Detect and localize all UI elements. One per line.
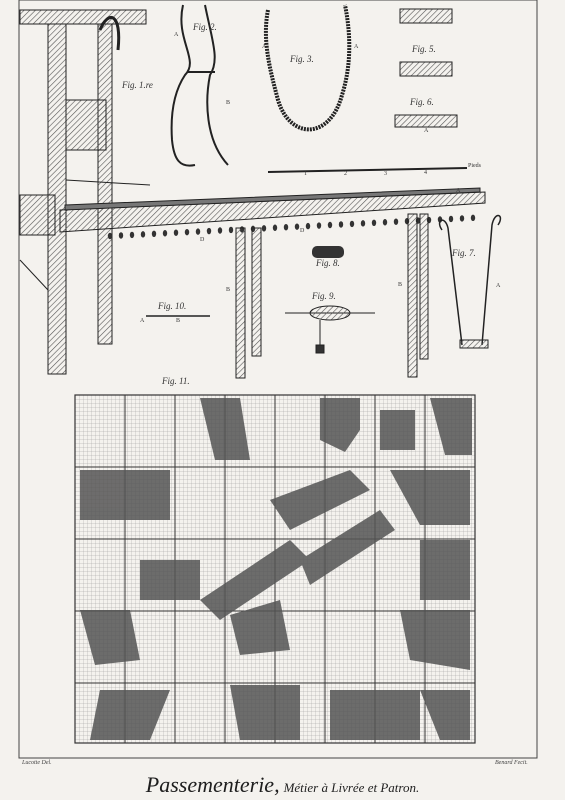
bobbin [261, 225, 267, 232]
letter-a: A [496, 283, 501, 289]
letter-a: A [174, 32, 179, 38]
pattern-motif [420, 690, 470, 740]
pattern-motif [80, 470, 170, 520]
cord-figure [170, 4, 229, 167]
pattern-motif [330, 690, 420, 740]
bobbin [195, 228, 201, 235]
blocks-figures [394, 8, 458, 128]
bobbin [140, 231, 146, 238]
pattern-motif [230, 600, 290, 655]
plate-title: Passementerie, Métier à Livrée et Patron… [0, 772, 565, 798]
scale-number-3: 3 [384, 171, 387, 177]
pattern-motif [430, 398, 472, 455]
letter-b: B [226, 287, 231, 293]
bobbin [162, 230, 168, 237]
hook-figure [438, 214, 502, 346]
fig9-label: Fig. 9. [312, 291, 336, 301]
plate-title-sub: Métier à Livrée et Patron. [283, 780, 420, 795]
bobbin [129, 231, 135, 239]
letter-a: A [262, 44, 267, 50]
scale-number-4: 4 [424, 170, 427, 176]
bobbin [206, 227, 212, 235]
letter-a: A [354, 44, 359, 50]
spool-figure [312, 246, 344, 258]
pattern-grid [74, 394, 476, 744]
scale-number-2: 2 [344, 171, 347, 177]
pattern-motif [300, 510, 395, 585]
fig3-label: Fig. 3. [290, 54, 314, 64]
pattern-motif [320, 398, 360, 452]
pattern-motif [420, 540, 470, 600]
credit-right: Benard Fecit. [495, 760, 528, 766]
bobbin [327, 221, 333, 229]
bobbin [459, 215, 465, 222]
fig1-label: Fig. 1.re [122, 80, 153, 90]
bobbin [338, 221, 344, 228]
trestle-stand [235, 213, 429, 379]
letter-a: A [140, 318, 145, 324]
bobbin [305, 222, 311, 230]
pattern-motif [390, 470, 470, 525]
pattern-motif [230, 685, 300, 740]
fig7-label: Fig. 7. [452, 248, 476, 258]
plate-border [18, 0, 538, 759]
pattern-motif [80, 610, 140, 665]
bobbin [316, 222, 322, 229]
bobbin [393, 218, 399, 225]
pattern-motif [200, 540, 310, 620]
credit-left: Lucotte Del. [22, 760, 52, 766]
bobbin [107, 232, 113, 240]
fig8-label: Fig. 8. [316, 258, 340, 268]
letter-b: B [398, 282, 403, 288]
pattern-motif [270, 470, 370, 530]
bobbin [228, 226, 234, 234]
letter-a: A [456, 188, 461, 194]
pieds-label: Pieds [468, 163, 482, 169]
bobbin [448, 215, 454, 223]
fig6-label: Fig. 6. [410, 97, 434, 107]
bobbin-beam [59, 187, 486, 233]
bobbin [272, 224, 278, 231]
pattern-motif [400, 610, 470, 670]
bobbin [283, 224, 289, 231]
plate-title-main: Passementerie, [145, 772, 280, 797]
shuttle-figure [285, 305, 375, 354]
bobbin [173, 229, 179, 236]
bobbin [349, 220, 355, 228]
loom-figure [19, 9, 151, 375]
fig11-label: Fig. 11. [162, 376, 190, 386]
fig2-label: Fig. 2. [193, 22, 217, 32]
pattern-motif [140, 560, 200, 600]
pattern-motif [90, 690, 170, 740]
fig10-label: Fig. 10. [158, 301, 187, 311]
bobbin [360, 220, 366, 227]
bobbin [118, 232, 124, 239]
bobbin [184, 228, 190, 236]
fig5-label: Fig. 5. [412, 44, 436, 54]
letter-d: D [300, 228, 305, 234]
bobbin [382, 219, 388, 226]
loop-figure [263, 4, 352, 132]
pattern-motif [200, 398, 250, 460]
bobbins-row [107, 214, 476, 240]
bobbin [470, 214, 476, 222]
letter-d: D [200, 237, 205, 243]
bobbin [294, 223, 300, 230]
letter-a: A [424, 128, 429, 134]
bobbin [151, 230, 157, 237]
scale-number-1: 1 [304, 171, 307, 177]
letter-b: B [176, 318, 181, 324]
letter-b: B [226, 100, 231, 106]
bobbin [217, 227, 223, 234]
bobbin [371, 219, 377, 226]
pattern-motif [380, 410, 415, 450]
scale-bar [267, 167, 468, 173]
